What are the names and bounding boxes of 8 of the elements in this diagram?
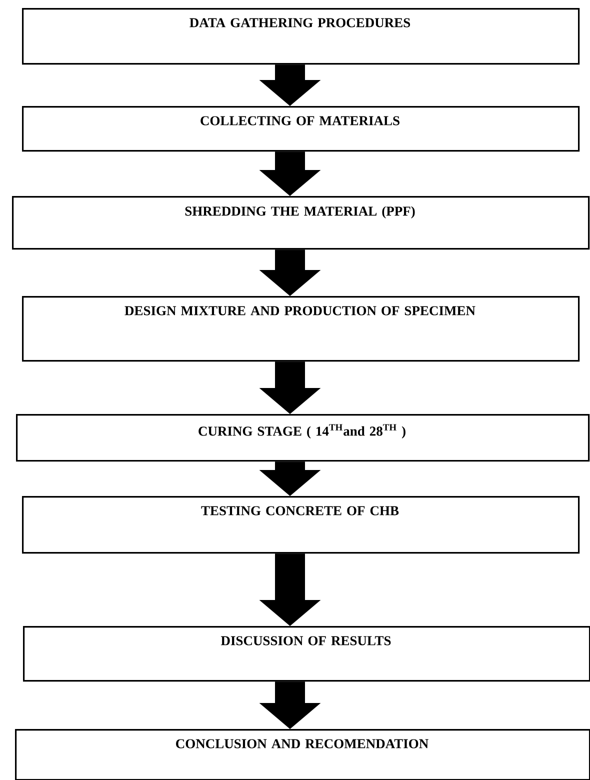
process-box: CURING STAGE ( 14$^{TH}$and 28$^{TH}$ ) [16,414,590,462]
process-box: DATA GATHERING PROCEDURES [22,8,580,65]
process-box: COLLECTING OF MATERIALS [22,106,580,152]
process-box: CONCLUSION AND RECOMENDATION [15,729,590,780]
process-box: TESTING CONCRETE OF CHB [22,496,580,554]
process-box: DISCUSSION OF RESULTS [23,626,590,682]
process-box: SHREDDING THE MATERIAL (PPF) [12,196,590,250]
process-box: DESIGN MIXTURE AND PRODUCTION OF SPECIMEN [22,296,580,362]
